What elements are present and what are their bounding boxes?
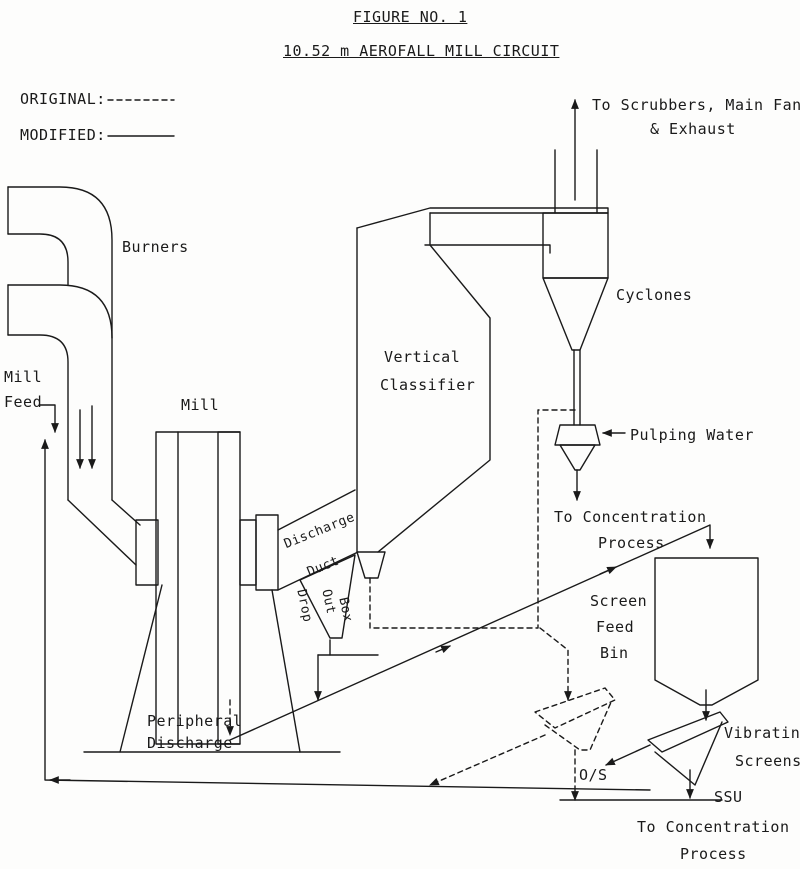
original-screen <box>429 687 616 801</box>
drop-out-box <box>299 554 356 639</box>
vertical-classifier-label-2: Classifier <box>380 376 476 394</box>
figure-title: 10.52 m AEROFALL MILL CIRCUIT <box>283 42 560 60</box>
peripheral-arrow-2 <box>599 566 617 575</box>
cyclones-label: Cyclones <box>616 286 693 304</box>
screen-feed-bin <box>654 557 759 721</box>
pulping-sump <box>554 424 626 501</box>
to-scrubbers-label-2: & Exhaust <box>650 120 736 138</box>
classifier-to-seal-original <box>539 627 572 701</box>
to-concentration-bottom-label-2: Process <box>680 845 747 863</box>
pulping-water-label: Pulping Water <box>630 426 754 444</box>
drop-out-to-screen <box>318 639 331 700</box>
vibrating-screens-label-2: Screens <box>735 752 800 770</box>
mill-feed-label-1: Mill <box>4 368 43 386</box>
figure-number: FIGURE NO. 1 <box>353 8 468 26</box>
vertical-classifier-label-1: Vertical <box>384 348 461 366</box>
screen-feed-bin-label-1: Screen <box>590 592 648 610</box>
vibrating-screens <box>605 711 729 799</box>
ssu-label: SSU <box>714 788 743 806</box>
to-concentration-top-label-2: Process <box>598 534 665 552</box>
mill-feed-label-2: Feed <box>4 393 43 411</box>
vertical-classifier <box>356 207 609 579</box>
oversize-label: O/S <box>579 766 608 784</box>
screen-feed-bin-label-3: Bin <box>600 644 629 662</box>
peripheral-discharge-label-2: Discharge <box>147 734 233 752</box>
discharge-duct <box>277 489 359 591</box>
classifier-underflow-original <box>369 409 576 629</box>
to-concentration-bottom-label-1: To Concentration <box>637 818 790 836</box>
to-concentration-top-label-1: To Concentration <box>554 508 707 526</box>
mill-feed-arrows <box>39 404 96 469</box>
mill-body <box>83 431 341 753</box>
cyclones <box>542 212 609 426</box>
peripheral-discharge-label-1: Peripheral <box>147 712 243 730</box>
screen-feed-bin-label-2: Feed <box>596 618 635 636</box>
mill-label: Mill <box>181 396 220 414</box>
peripheral-to-bin-line <box>229 524 714 741</box>
to-scrubbers-label-1: To Scrubbers, Main Fan <box>592 96 800 114</box>
peripheral-arrow-1 <box>435 645 451 654</box>
vibrating-screens-label-1: Vibrating <box>724 724 800 742</box>
legend-original-label: ORIGINAL: <box>20 90 106 108</box>
legend-modified-label: MODIFIED: <box>20 126 106 144</box>
oversize-return <box>41 439 651 791</box>
burners-label: Burners <box>122 238 189 256</box>
exhaust-stack <box>554 99 598 214</box>
